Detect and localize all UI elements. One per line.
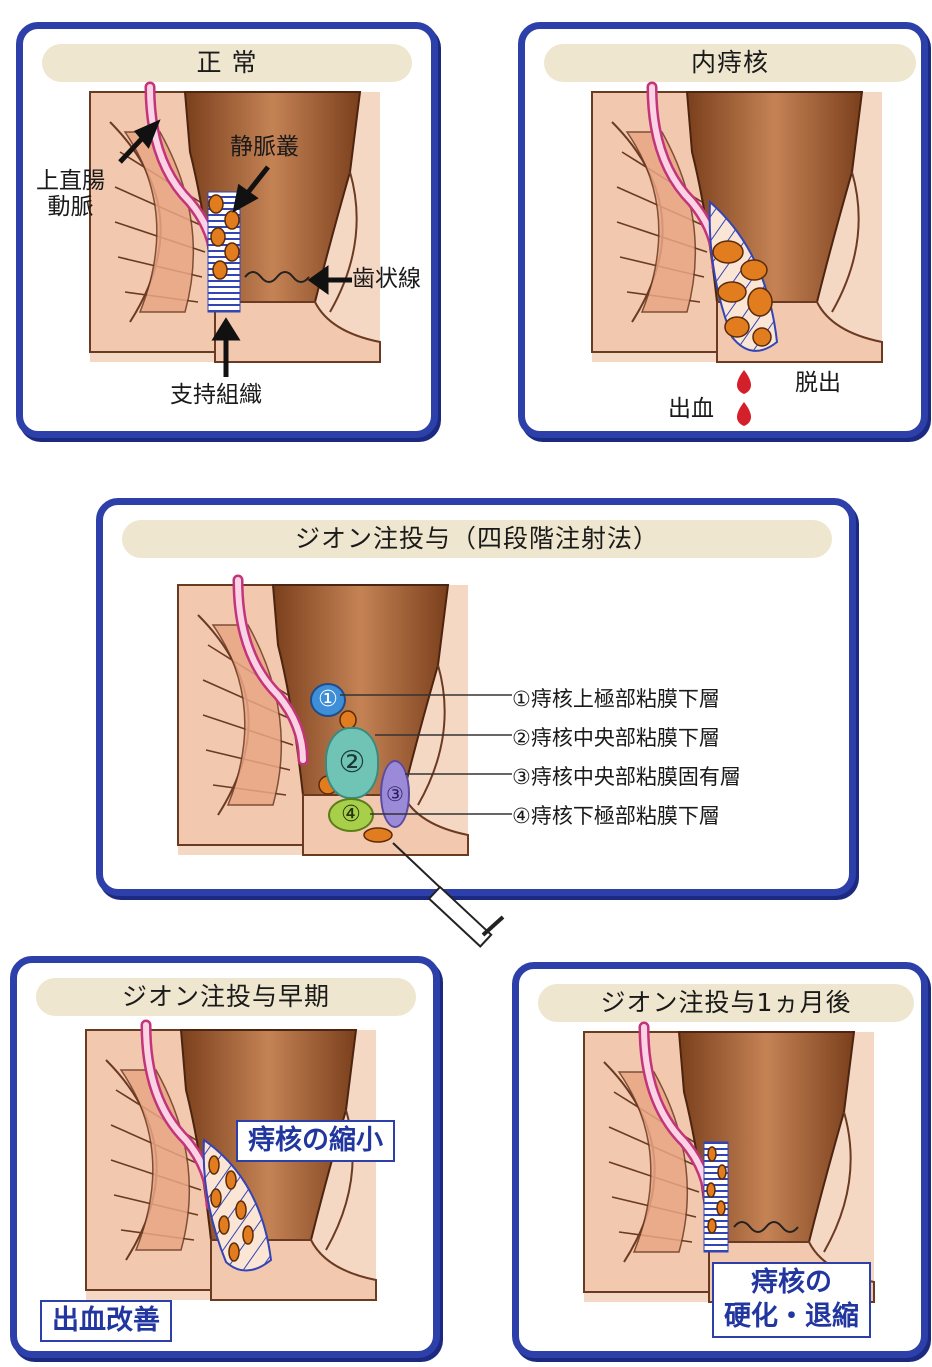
injection-step-2: ②痔核中央部粘膜下層 [512, 722, 720, 752]
label-hardening-line2: 硬化・退縮 [724, 1300, 859, 1334]
label-prolapse: 脱出 [795, 370, 841, 396]
label-bleeding-improved: 出血改善 [40, 1300, 172, 1342]
panel-internal-title: 内痔核 [544, 44, 916, 82]
normal-anatomy-illustration [90, 92, 380, 362]
label-dentate-line: 歯状線 [352, 266, 421, 292]
panel-normal-title: 正 常 [42, 44, 412, 82]
injection-step-1: ①痔核上極部粘膜下層 [512, 683, 720, 713]
panel-early-title: ジオン注投与早期 [36, 978, 416, 1016]
panel-one-month-title: ジオン注投与1ヵ月後 [538, 984, 914, 1022]
label-superior-rectal-artery: 上直腸 動脈 [36, 168, 105, 221]
label-bleeding: 出血 [668, 396, 714, 422]
injection-step-4: ④痔核下極部粘膜下層 [512, 800, 720, 830]
label-hemorrhoid-shrink: 痔核の縮小 [236, 1120, 395, 1162]
label-venous-plexus: 静脈叢 [230, 134, 299, 160]
label-hardening-line1: 痔核の [724, 1266, 859, 1300]
injection-step-3: ③痔核中央部粘膜固有層 [512, 761, 741, 791]
panel-injection-title: ジオン注投与（四段階注射法） [122, 520, 832, 558]
injection-marker-1-label: ① [318, 687, 338, 712]
label-supporting-tissue: 支持組織 [170, 382, 262, 408]
injection-leader-lines [340, 690, 520, 830]
label-hardening-regression: 痔核の 硬化・退縮 [712, 1262, 871, 1338]
early-illustration [86, 1030, 376, 1300]
internal-hemorrhoid-illustration [592, 92, 882, 362]
